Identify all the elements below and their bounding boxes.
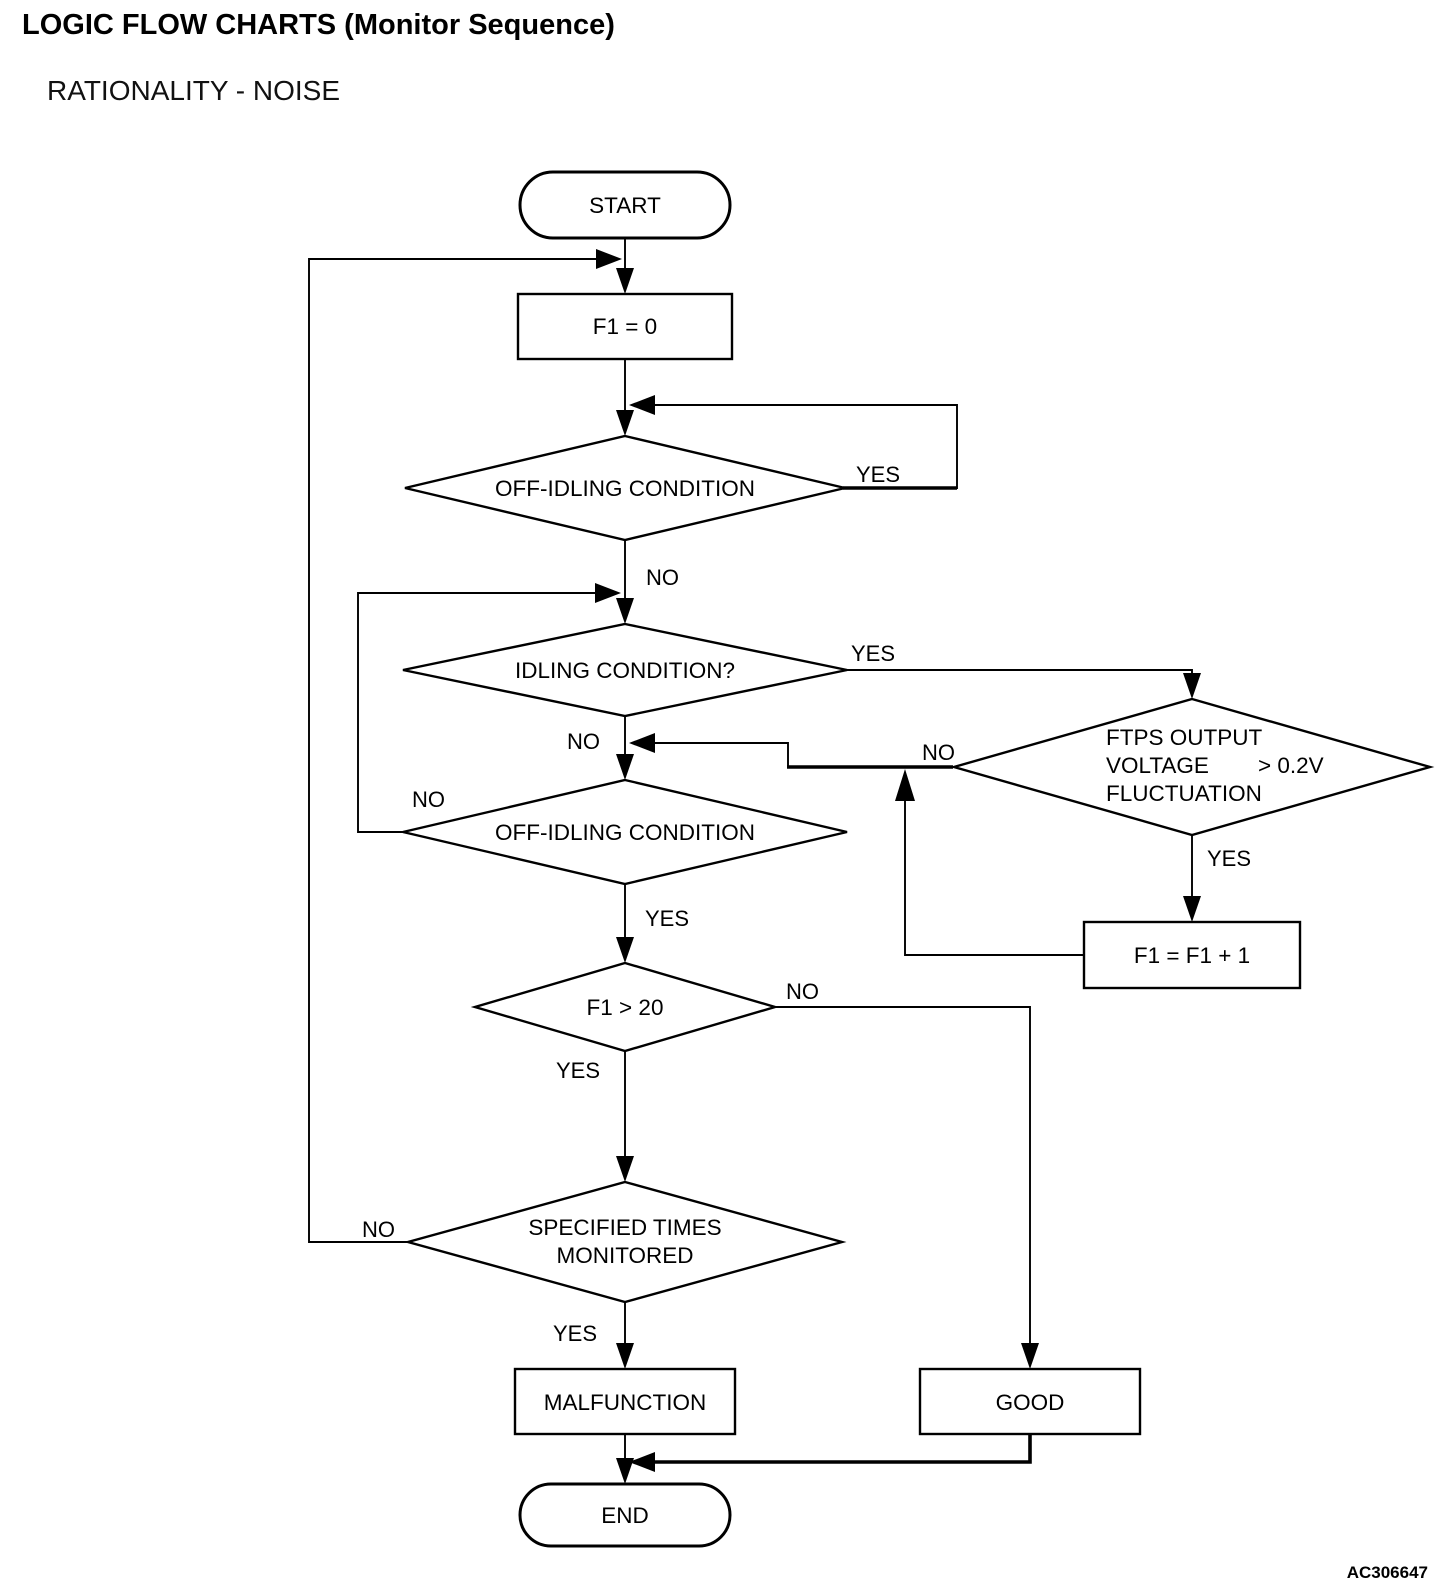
- edge-ftps-yes: YES: [1183, 835, 1251, 922]
- node-f1-increment: F1 = F1 + 1: [1082, 920, 1302, 990]
- node-label-line3: FLUCTUATION: [1106, 781, 1262, 806]
- node-label: OFF-IDLING CONDITION: [495, 476, 755, 501]
- arrow-down-icon: [616, 754, 634, 780]
- edge-good-merge: [629, 1434, 1032, 1472]
- node-label-line1: SPECIFIED TIMES: [528, 1215, 721, 1240]
- arrow-down-icon: [1183, 673, 1201, 699]
- edge-specified-times-yes: YES: [553, 1302, 634, 1369]
- connector-line: [653, 742, 789, 768]
- node-label: GOOD: [996, 1390, 1065, 1415]
- edge-label-no: NO: [922, 740, 955, 765]
- process-shape: [513, 1367, 737, 1436]
- edge-label-no: NO: [646, 565, 679, 590]
- edge-ftps-no-return: NO: [629, 733, 955, 769]
- node-malfunction: MALFUNCTION: [513, 1367, 737, 1436]
- process-shape: [1082, 920, 1302, 990]
- connector-line: [653, 1434, 1032, 1464]
- edge-off-idling-2-no-loop: NO: [357, 583, 621, 833]
- edge-start-to-f1init: [616, 238, 634, 294]
- node-label: MALFUNCTION: [544, 1390, 707, 1415]
- edge-malfunction-to-end: [616, 1434, 634, 1484]
- arrow-left-icon: [629, 733, 655, 753]
- edge-label-yes: YES: [556, 1058, 600, 1083]
- node-ftps-output-voltage: FTPS OUTPUT VOLTAGE > 0.2V FLUCTUATION: [949, 697, 1435, 837]
- edge-f1-increment-return: [895, 769, 1084, 956]
- arrow-down-icon: [616, 268, 634, 294]
- arrow-right-icon: [595, 583, 621, 603]
- decision-shape: [403, 1180, 847, 1304]
- edge-idling-yes: YES: [845, 641, 1201, 699]
- edge-idling-no: NO: [567, 716, 634, 780]
- figure-code: AC306647: [1347, 1563, 1428, 1582]
- terminator-shape: [518, 1482, 732, 1548]
- edge-f1-gt-20-no: NO: [775, 979, 1039, 1369]
- node-label: F1 > 20: [587, 995, 664, 1020]
- node-idling-condition: IDLING CONDITION?: [402, 622, 848, 718]
- terminator-shape: [518, 170, 732, 240]
- arrow-down-icon: [616, 937, 634, 963]
- node-label-line2b: > 0.2V: [1258, 753, 1324, 778]
- arrow-left-icon: [629, 1452, 655, 1472]
- edge-off-idling-1-no: NO: [616, 540, 679, 624]
- node-off-idling-condition-1: OFF-IDLING CONDITION: [404, 434, 846, 542]
- arrow-down-icon: [616, 598, 634, 624]
- node-start: START: [518, 170, 732, 240]
- arrow-down-icon: [616, 1343, 634, 1369]
- page-title: LOGIC FLOW CHARTS (Monitor Sequence): [22, 9, 615, 41]
- page-subtitle: RATIONALITY - NOISE: [47, 75, 340, 106]
- decision-shape: [402, 778, 848, 886]
- edge-label-no: NO: [567, 729, 600, 754]
- node-label: OFF-IDLING CONDITION: [495, 820, 755, 845]
- edge-f1-gt-20-yes: YES: [556, 1051, 634, 1182]
- connector-line: [653, 404, 958, 489]
- connector-line: [904, 800, 1084, 956]
- connector-line: [775, 1006, 1031, 1345]
- connector-line: [357, 592, 595, 833]
- node-label-line2a: VOLTAGE: [1106, 753, 1209, 778]
- arrow-down-icon: [1021, 1343, 1039, 1369]
- node-good: GOOD: [918, 1367, 1142, 1436]
- node-f1-init: F1 = 0: [516, 292, 734, 361]
- edge-label-yes: YES: [1207, 846, 1251, 871]
- node-label: END: [601, 1503, 649, 1528]
- edge-label-no: NO: [786, 979, 819, 1004]
- node-label-line2: MONITORED: [556, 1243, 693, 1268]
- connector-line: [845, 669, 1193, 676]
- decision-shape: [949, 697, 1435, 837]
- edge-label-yes: YES: [851, 641, 895, 666]
- arrow-right-icon: [596, 249, 622, 269]
- decision-shape: [404, 434, 846, 542]
- node-f1-gt-20: F1 > 20: [470, 961, 780, 1053]
- edge-label-yes: YES: [553, 1321, 597, 1346]
- node-label-line1: FTPS OUTPUT: [1106, 725, 1263, 750]
- node-label: F1 = 0: [593, 314, 657, 339]
- node-label: F1 = F1 + 1: [1134, 943, 1250, 968]
- decision-shape: [402, 622, 848, 718]
- edge-label-no: NO: [412, 787, 445, 812]
- edge-label-yes: YES: [856, 462, 900, 487]
- node-end: END: [518, 1482, 732, 1548]
- arrow-left-icon: [629, 395, 655, 415]
- node-label: START: [589, 193, 661, 218]
- arrow-down-icon: [616, 1458, 634, 1484]
- edge-label-no: NO: [362, 1217, 395, 1242]
- arrow-down-icon: [616, 410, 634, 436]
- node-specified-times-monitored: SPECIFIED TIMES MONITORED: [403, 1180, 847, 1304]
- edge-off-idling-1-yes-loop: YES: [629, 395, 958, 490]
- arrow-down-icon: [616, 1156, 634, 1182]
- edge-f1init-to-off-idling-1: [616, 359, 634, 436]
- arrow-down-icon: [1183, 896, 1201, 922]
- edge-off-idling-2-yes: YES: [616, 884, 689, 963]
- decision-shape: [470, 961, 780, 1053]
- process-shape: [918, 1367, 1142, 1436]
- node-label: IDLING CONDITION?: [515, 658, 735, 683]
- process-shape: [516, 292, 734, 361]
- connector-line: [308, 258, 596, 1243]
- edge-specified-times-no-loop: NO: [308, 249, 622, 1243]
- edge-label-yes: YES: [645, 906, 689, 931]
- node-off-idling-condition-2: OFF-IDLING CONDITION: [402, 778, 848, 886]
- arrow-up-icon: [895, 769, 915, 801]
